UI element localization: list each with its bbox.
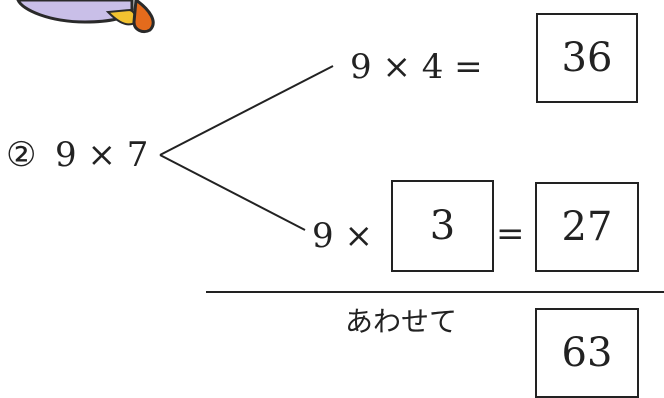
bottom-branch-blank: 3 [429, 203, 456, 249]
problem-number: ② [6, 135, 37, 175]
bottom-branch-answer: 27 [561, 204, 613, 250]
total-label: あわせて [345, 305, 458, 338]
bottom-branch-blank-box: 3 [391, 180, 494, 272]
top-branch-expression: 9 × 4 = [350, 47, 483, 87]
top-branch-answer: 36 [561, 35, 613, 81]
total-answer-box: 63 [535, 308, 639, 398]
bottom-branch-equals: = [496, 214, 525, 254]
branch-line-top [159, 65, 334, 156]
top-branch-answer-box: 36 [536, 13, 638, 103]
total-answer: 63 [561, 330, 613, 376]
branch-line-bottom [159, 154, 306, 231]
problem-expression: 9 × 7 [55, 135, 149, 175]
bottom-branch-prefix: 9 × [312, 216, 373, 256]
character-illustration [16, 0, 155, 34]
bottom-branch-answer-box: 27 [535, 182, 639, 272]
